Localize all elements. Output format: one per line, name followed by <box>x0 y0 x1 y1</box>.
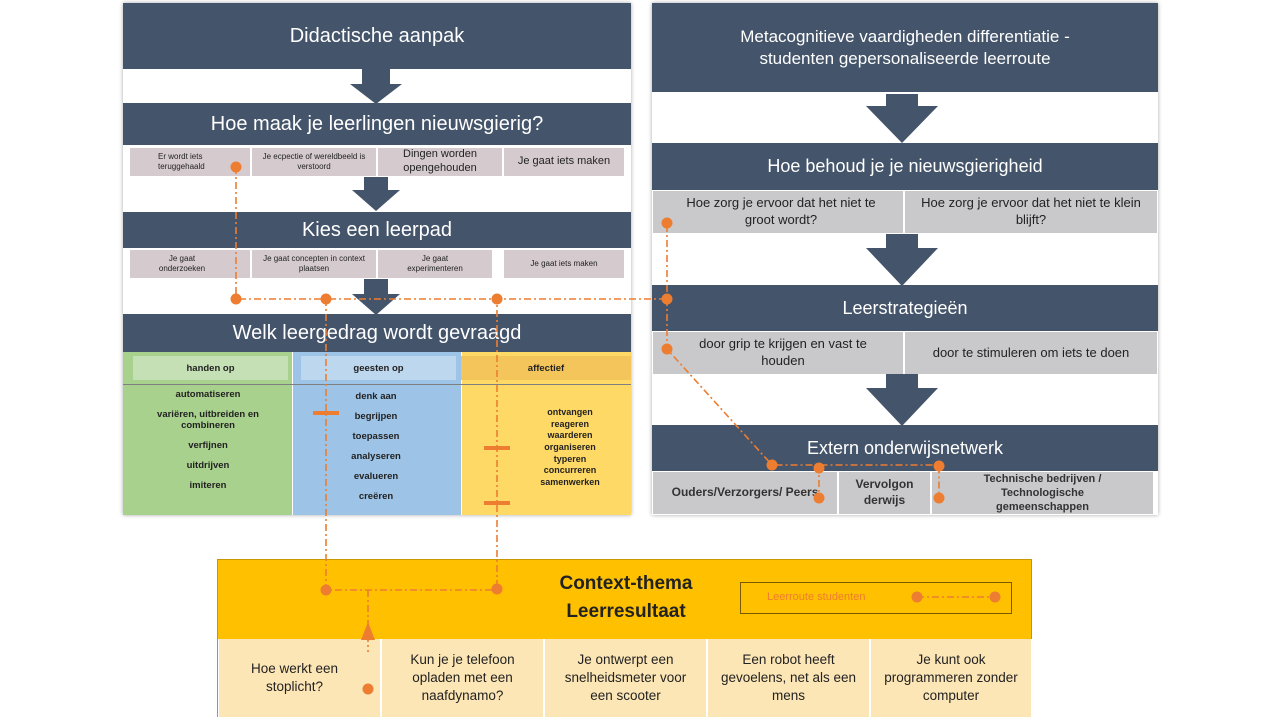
column-rule <box>461 384 631 385</box>
list-item: uitdrijven <box>186 460 230 471</box>
down-arrow-icon <box>350 69 402 104</box>
list-item: analyseren <box>351 451 401 462</box>
nieuwsgierig-item-2: Je ecpectie of wereldbeeld is verstoord <box>251 147 377 177</box>
list-item: verfijnen <box>188 440 228 451</box>
theme-cell-1: Hoe werkt een stoplicht? <box>218 639 381 717</box>
theme-cell-3: Je ontwerpt een snelheidsmeter voor een … <box>544 639 707 717</box>
route-markers <box>313 411 510 505</box>
list-item: imiteren <box>189 480 227 491</box>
column-rule <box>292 384 461 385</box>
list-item: ontvangen <box>547 407 593 417</box>
context-title-line2: Leerresultaat <box>566 600 686 622</box>
strategie-header: Leerstrategieën <box>652 285 1158 331</box>
list-item: creëren <box>358 491 394 502</box>
behoud-item-2: Hoe zorg je ervoor dat het niet te klein… <box>904 190 1158 234</box>
list-item: evalueren <box>353 471 399 482</box>
netwerk-item-1: Ouders/Verzorgers/ Peers <box>652 471 838 515</box>
column-header-geesten-op: geesten op <box>301 356 456 380</box>
list-item: typeren <box>553 453 587 464</box>
list-item: waarderen <box>547 430 593 441</box>
list-item: reageren <box>550 418 590 429</box>
netwerk-item-2: Vervolgon derwijs <box>838 471 931 515</box>
list-item: begrijpen <box>354 411 398 422</box>
list-item: organiseren <box>544 442 596 453</box>
leerpad-item-2: Je gaat concepten in context plaatsen <box>251 249 377 279</box>
leerpad-header: Kies een leerpad <box>123 212 631 248</box>
strategie-item-1: door grip te krijgen en vast te houden <box>652 331 904 375</box>
arrow-up-icon <box>361 622 375 640</box>
route-lines <box>235 167 995 652</box>
down-arrow-icon <box>866 234 938 286</box>
route-nodes <box>230 161 1001 695</box>
list-item: toepassen <box>352 431 400 442</box>
meta-header: Metacognitieve vaardigheden differentiat… <box>652 3 1158 92</box>
context-box: Context-thema Leerresultaat Leerroute st… <box>217 559 1032 717</box>
column-header-handen-op: handen op <box>133 356 288 380</box>
list-item: concurreren <box>543 465 597 476</box>
theme-cell-5: Je kunt ook programmeren zonder computer <box>870 639 1032 717</box>
down-arrow-icon <box>866 374 938 426</box>
legend-label: Leerroute studenten <box>767 591 866 603</box>
context-title-line1: Context-thema <box>559 573 693 594</box>
didactiek-header: Didactische aanpak <box>123 3 631 69</box>
netwerk-header: Extern onderwijsnetwerk <box>652 425 1158 471</box>
nieuwsgierig-item-1: Er wordt iets teruggehaald <box>129 147 251 177</box>
strategie-item-2: door te stimuleren om iets te doen <box>904 331 1158 375</box>
list-item: denk aan <box>355 391 397 402</box>
list-item: automatiseren <box>175 389 241 400</box>
down-arrow-icon <box>866 94 938 143</box>
behoud-item-1: Hoe zorg je ervoor dat het niet te groot… <box>652 190 904 234</box>
context-title: Context-thema Leerresultaat <box>476 570 776 625</box>
netwerk-item-3: Technische bedrijven / Technologische ge… <box>931 471 1154 515</box>
leerpad-item-1: Je gaat onderzoeken <box>129 249 251 279</box>
nieuwsgierig-header: Hoe maak je leerlingen nieuwsgierig? <box>123 103 631 145</box>
nieuwsgierig-item-3: Dingen worden opengehouden <box>377 147 503 177</box>
list-item: samenwerken <box>540 477 600 488</box>
legend-box: Leerroute studenten <box>740 582 1012 614</box>
leergedrag-header: Welk leergedrag wordt gevraagd <box>123 314 631 352</box>
list-handen-op: automatiseren variëren, uitbreiden en co… <box>133 389 283 491</box>
nieuwsgierig-item-4: Je gaat iets maken <box>503 147 625 177</box>
down-arrow-icon <box>352 177 400 211</box>
list-geesten-op: denk aan begrijpen toepassen analyseren … <box>301 391 451 502</box>
down-arrow-icon <box>352 279 400 315</box>
theme-cell-2: Kun je je telefoon opladen met een naafd… <box>381 639 544 717</box>
list-item: variëren, uitbreiden en combineren <box>157 409 259 431</box>
column-header-affectief: affectief <box>461 356 631 380</box>
list-affectief: ontvangen reageren waarderen organiseren… <box>495 407 645 489</box>
behoud-header: Hoe behoud je je nieuwsgierigheid <box>652 143 1158 190</box>
theme-cell-4: Een robot heeft gevoelens, net als een m… <box>707 639 870 717</box>
column-rule <box>123 384 292 385</box>
leerpad-item-3: Je gaat experimenteren <box>377 249 493 279</box>
leerpad-item-4: Je gaat iets maken <box>503 249 625 279</box>
